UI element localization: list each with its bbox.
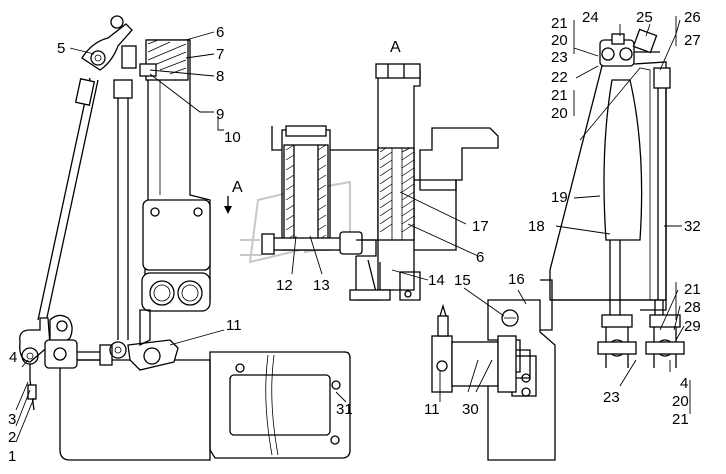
callout-15: 15: [454, 272, 471, 289]
callout-18: 18: [528, 218, 545, 235]
section-a-arrow-label: A: [232, 179, 243, 196]
callout-2: 2: [8, 429, 16, 446]
callout-21-a: 21: [551, 15, 568, 32]
callout-27: 27: [684, 32, 701, 49]
callout-20-a: 20: [551, 32, 568, 49]
callout-29: 29: [684, 318, 701, 335]
callout-5: 5: [57, 40, 65, 57]
callout-4-right: 4: [680, 375, 688, 392]
callout-10: 10: [224, 129, 241, 146]
callout-11-low: 11: [424, 401, 440, 418]
section-markers: A A: [224, 39, 401, 214]
callout-31: 31: [336, 401, 353, 418]
callout-32: 32: [684, 218, 701, 235]
callout-30: 30: [462, 401, 479, 418]
callout-28: 28: [684, 299, 701, 316]
callout-16: 16: [508, 271, 525, 288]
section-a-view: [261, 63, 499, 301]
callout-17: 17: [472, 218, 489, 235]
callout-21-b: 21: [551, 87, 568, 104]
callout-26: 26: [684, 9, 701, 26]
callout-6-mid: 6: [476, 249, 484, 266]
callout-20-c: 20: [672, 393, 689, 410]
callout-21-c: 21: [684, 281, 701, 298]
callout-25: 25: [636, 9, 653, 26]
callout-1: 1: [8, 448, 16, 465]
callout-12: 12: [276, 277, 293, 294]
callout-7: 7: [216, 46, 224, 63]
callout-8: 8: [216, 68, 224, 85]
section-a-title: A: [390, 39, 401, 56]
callout-19: 19: [551, 189, 568, 206]
callout-14: 14: [428, 272, 445, 289]
callout-numbers: 5 6 7 8 9 10 11 4 3 2 1 31 12 13 14 15 1…: [8, 9, 701, 465]
callout-22: 22: [551, 69, 568, 86]
callout-4-left: 4: [9, 349, 17, 366]
callout-6-top: 6: [216, 24, 224, 41]
callout-20-b: 20: [551, 105, 568, 122]
callout-23-a: 23: [551, 49, 568, 66]
callout-21-d: 21: [672, 411, 689, 428]
callout-3: 3: [8, 411, 16, 428]
callout-24: 24: [582, 9, 599, 26]
lower-base-plate: [209, 351, 351, 459]
callout-13: 13: [313, 277, 330, 294]
diagonal-link: [37, 77, 99, 323]
callout-9: 9: [216, 106, 224, 123]
callout-23-b: 23: [603, 389, 620, 406]
callout-11-mid: 11: [226, 317, 242, 334]
leader-lines: [15, 16, 691, 443]
